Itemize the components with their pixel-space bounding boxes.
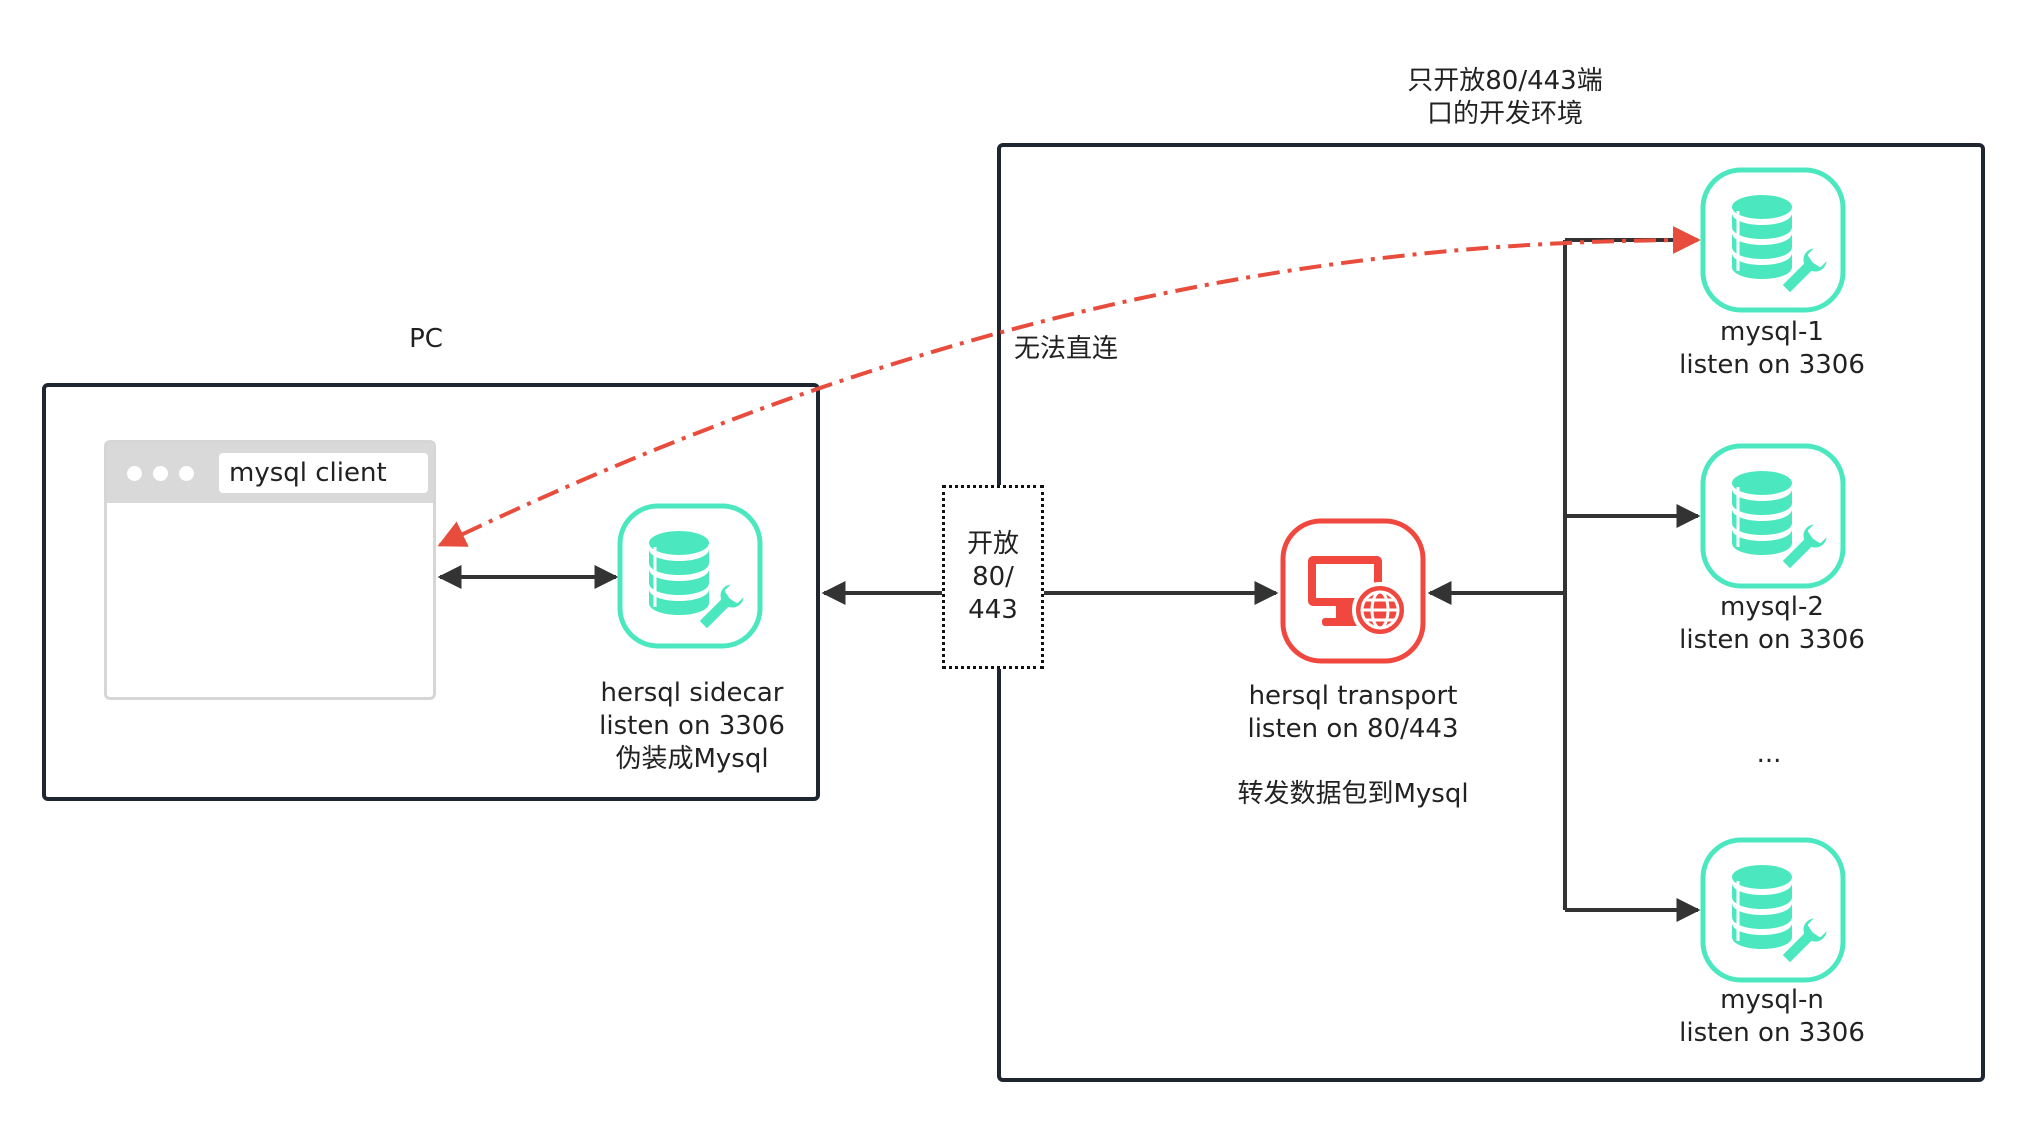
window-dot-icon [179,466,194,481]
more-nodes-ellipsis: ... [1756,739,1782,769]
mysql-client-window: mysql client [104,440,436,700]
blocked-direct-link [437,226,1701,547]
browser-title-bar: mysql client [107,443,433,503]
sidecar-db-icon [617,503,763,649]
mysql-1-db-icon [1700,167,1846,313]
mysql-n-db-icon [1700,837,1846,983]
pc-container [42,383,820,801]
window-dot-icon [153,466,168,481]
mysql-client-label: mysql client [219,453,428,493]
blocked-label: 无法直连 [1009,333,1123,366]
sidecar-label: hersql sidecar listen on 3306 伪装成Mysql [599,678,785,774]
server-title: 只开放80/443端 口的开发环境 [1407,66,1603,129]
transport-label: hersql transport listen on 80/443 转发数据包到… [1237,681,1469,809]
mysql-2-db-icon [1700,443,1846,589]
mysql-1-label: mysql-1 listen on 3306 [1679,317,1865,380]
mysql-2-label: mysql-2 listen on 3306 [1679,592,1865,655]
transport-monitor-globe-icon [1280,518,1426,664]
pc-title: PC [409,324,443,354]
mysql-n-label: mysql-n listen on 3306 [1679,985,1865,1048]
window-dot-icon [127,466,142,481]
port-80-443-opening: 开放 80/ 443 [942,485,1044,669]
